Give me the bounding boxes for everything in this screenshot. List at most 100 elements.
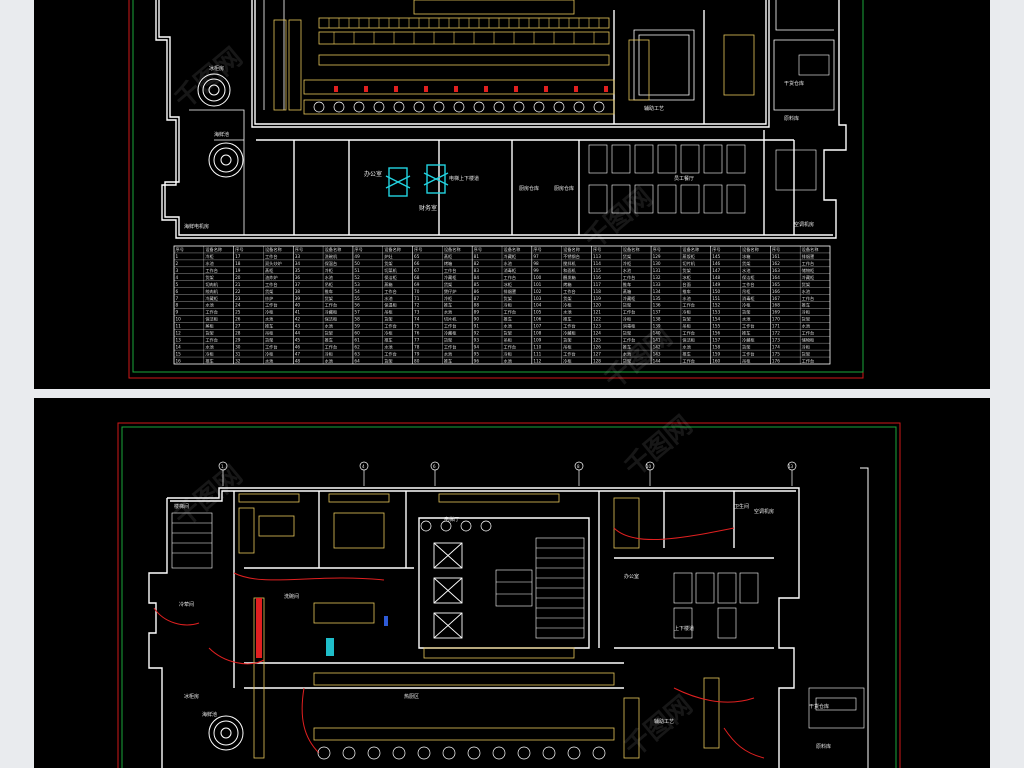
top-floor-plan-svg: 冰柜房 海鲜池 海鲜电机房 办公室 财务室 电梯上下楼道 员工餐厅 厨房仓库 厨… [128, 0, 864, 389]
table-cell: 水池 [504, 357, 513, 363]
table-cell: 货架 [742, 309, 750, 316]
table-cell: 切肉机 [205, 281, 218, 288]
table-cell: 82 [474, 261, 480, 266]
table-cell: 141 [653, 337, 661, 342]
table-cell: 水池 [384, 343, 393, 349]
table-header-cell: 序号 [354, 246, 362, 253]
table-cell: 水池 [444, 309, 453, 315]
table-cell: 61 [354, 337, 360, 342]
table-cell: 25 [235, 310, 241, 315]
table-cell: 6 [176, 289, 179, 294]
table-cell: 83 [474, 268, 480, 273]
table-cell: 115 [593, 268, 601, 273]
table-cell: 吊柜 [682, 323, 690, 330]
table-cell: 107 [533, 324, 541, 329]
axis-labels: 1 4 6 8 10 13 [221, 464, 794, 469]
table-cell: 173 [772, 337, 780, 342]
table-cell: 65 [414, 254, 420, 259]
table-cell: 保温台 [325, 260, 338, 267]
table-cell: 保洁柜 [742, 274, 755, 281]
table-cell: 26 [235, 317, 241, 322]
table-cell: 54 [354, 289, 360, 294]
table-cell: 21 [235, 282, 241, 287]
table-cell: 13 [176, 337, 182, 342]
office-desks [385, 164, 449, 197]
table-cell: 80 [414, 358, 420, 363]
table-cell: 消毒柜 [623, 323, 636, 330]
table-cell: 162 [772, 261, 780, 266]
table-cell: 工作台 [265, 302, 278, 309]
table-cell: 工作台 [742, 281, 755, 288]
label-cold-room: 冷荤间 [179, 601, 194, 608]
table-header-cell: 序号 [295, 246, 303, 253]
table-cell: 101 [533, 282, 541, 287]
table-cell: 4 [176, 275, 179, 280]
table-cell: 冷柜 [742, 302, 750, 309]
table-cell: 水池 [563, 309, 572, 315]
table-cell: 洗碗机 [325, 253, 338, 260]
table-cell: 冷藏柜 [563, 330, 576, 337]
table-cell: 冷柜 [563, 357, 571, 364]
table-cell: 102 [533, 289, 541, 294]
table-cell: 工作台 [444, 343, 457, 350]
table-cell: 56 [354, 303, 360, 308]
table-cell: 157 [712, 337, 720, 342]
table-cell: 蒸箱 [623, 288, 631, 295]
table-cell: 79 [414, 351, 420, 356]
table-cell: 冷柜 [682, 309, 690, 316]
table-cell: 推车 [623, 281, 631, 288]
axis-label-1: 1 [221, 464, 224, 469]
table-cell: 100 [533, 275, 541, 280]
table-cell: 消毒柜 [504, 267, 517, 274]
table-cell: 168 [772, 303, 780, 308]
table-cell: 140 [653, 331, 661, 336]
table-cell: 推车 [265, 323, 273, 330]
table-cell: 170 [772, 317, 780, 322]
table-cell: 147 [712, 268, 720, 273]
table-cell: 水池 [742, 267, 751, 273]
table-header-cell: 设备名称 [384, 246, 401, 253]
label-stairs-2: 上下楼道 [674, 625, 694, 632]
table-cell: 45 [295, 337, 301, 342]
table-cell: 176 [772, 358, 780, 363]
table-cell: 40 [295, 303, 301, 308]
dining-tables [588, 54, 830, 214]
table-cell: 推车 [325, 288, 333, 295]
table-cell: 123 [593, 324, 601, 329]
table-cell: 128 [593, 358, 601, 363]
table-cell: 10 [176, 317, 182, 322]
table-cell: 水池 [265, 316, 274, 322]
table-cell: 货架 [682, 316, 690, 323]
table-cell: 72 [414, 303, 420, 308]
label-elevator: 电梯厅 [444, 516, 459, 523]
table-cell: 51 [354, 268, 360, 273]
table-cell: 工作台 [742, 323, 755, 330]
table-cell: 排烟罩 [802, 253, 815, 260]
table-cell: 冰柜 [504, 281, 512, 288]
table-cell: 41 [295, 310, 301, 315]
table-cell: 工作台 [384, 288, 397, 295]
table-cell: 绞肉机 [205, 288, 218, 295]
table-cell: 116 [593, 275, 601, 280]
table-cell: 5 [176, 282, 179, 287]
watermark-2: 千图网 [579, 182, 658, 255]
table-cell: 63 [354, 351, 360, 356]
table-cell: 34 [295, 261, 301, 266]
table-cell: 工作台 [802, 260, 815, 267]
table-cell: 冰柜 [682, 274, 690, 281]
table-cell: 水池 [325, 274, 334, 280]
table-cell: 工作台 [682, 330, 695, 337]
table-cell: 81 [474, 254, 480, 259]
axis-markers [218, 461, 797, 486]
table-cell: 43 [295, 324, 301, 329]
table-cell: 111 [533, 351, 541, 356]
table-cell: 16 [176, 358, 182, 363]
table-cell: 73 [414, 310, 420, 315]
label-water-room: 海鲜池 [214, 131, 229, 138]
table-cell: 货架 [504, 330, 512, 337]
table-cell: 保洁柜 [384, 274, 397, 281]
table-cell: 93 [474, 337, 480, 342]
equipment-table: 序号设备名称序号设备名称序号设备名称序号设备名称序号设备名称序号设备名称序号设备… [173, 245, 831, 365]
table-cell: 146 [712, 261, 720, 266]
table-cell: 35 [295, 268, 301, 273]
